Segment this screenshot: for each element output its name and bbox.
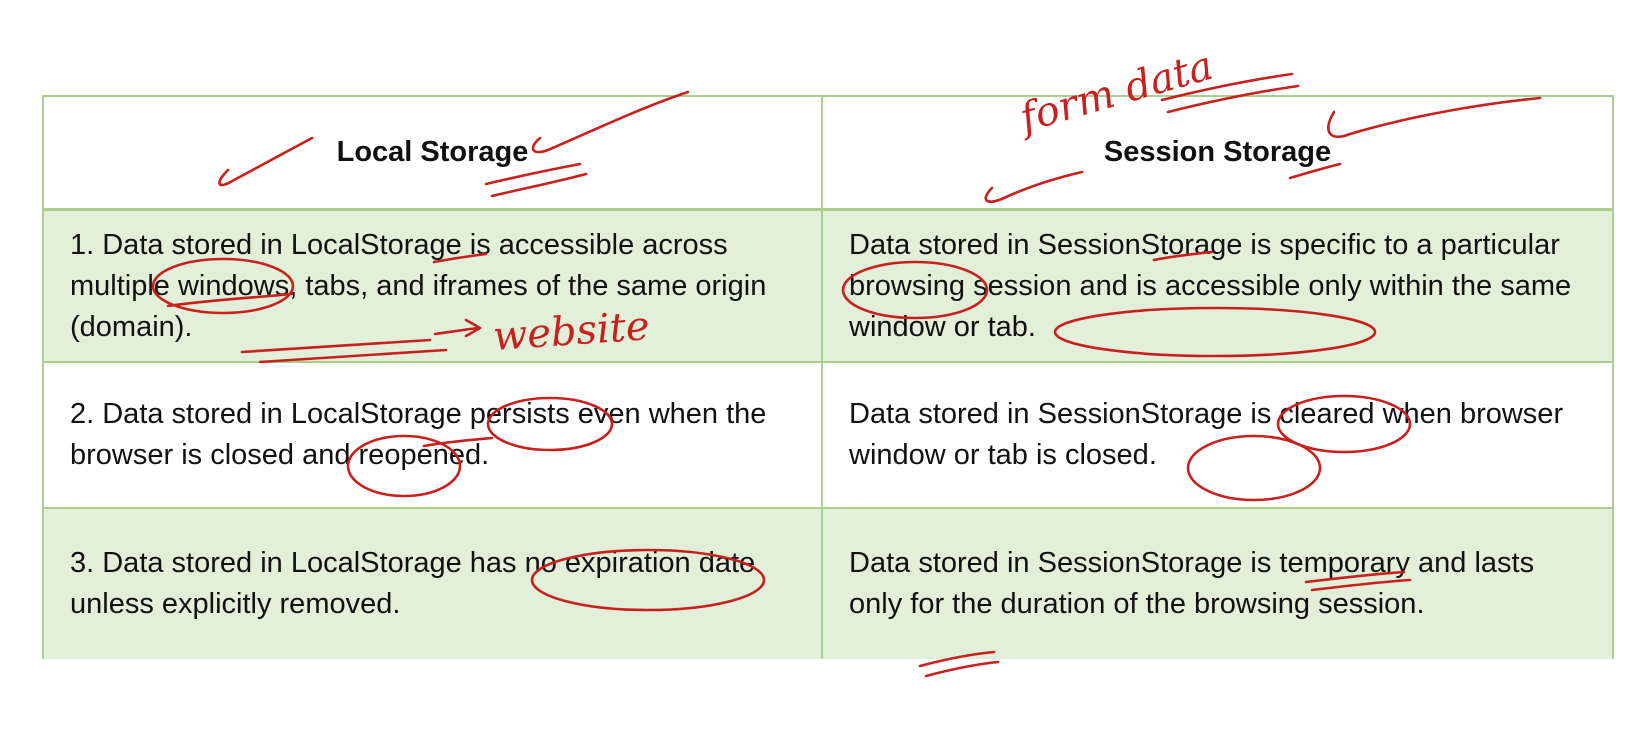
local-storage-cell: 1. Data stored in LocalStorage is access…: [42, 208, 823, 363]
session-storage-cell: Data stored in SessionStorage is cleared…: [821, 361, 1614, 509]
session-storage-cell: Data stored in SessionStorage is specifi…: [821, 208, 1614, 363]
table-row: 1. Data stored in LocalStorage is access…: [42, 208, 1614, 363]
local-storage-cell: 3. Data stored in LocalStorage has no ex…: [42, 507, 823, 659]
storage-comparison-table: Local Storage Session Storage 1. Data st…: [42, 95, 1614, 659]
table-header-row: Local Storage Session Storage: [42, 95, 1614, 211]
local-storage-cell: 2. Data stored in LocalStorage persists …: [42, 361, 823, 509]
table-row: 3. Data stored in LocalStorage has no ex…: [42, 507, 1614, 659]
header-session-storage: Session Storage: [821, 95, 1614, 211]
table-row: 2. Data stored in LocalStorage persists …: [42, 361, 1614, 509]
header-local-storage: Local Storage: [42, 95, 823, 211]
comparison-table-container: Local Storage Session Storage 1. Data st…: [42, 95, 1614, 695]
session-storage-cell: Data stored in SessionStorage is tempora…: [821, 507, 1614, 659]
